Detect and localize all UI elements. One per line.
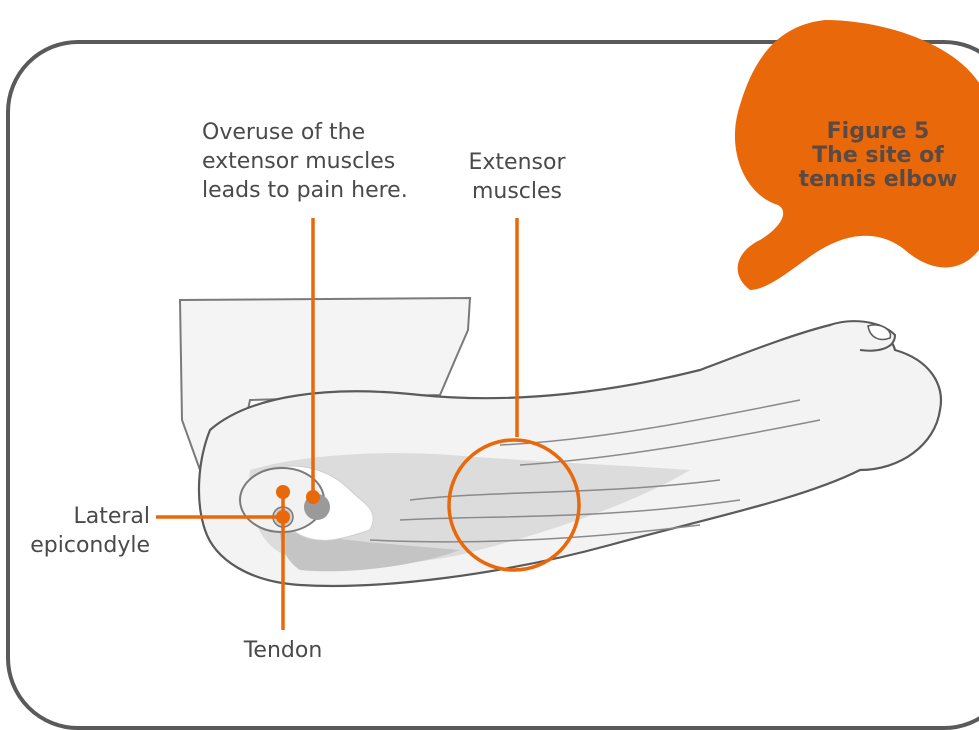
figure-badge: Figure 5 The site of tennis elbow [790, 120, 966, 192]
overuse-label-line1: Overuse of the [202, 118, 408, 147]
overuse-label-line3: leads to pain here. [202, 176, 408, 205]
extensor-muscles-label: Extensor muscles [458, 148, 576, 206]
arm-illustration [0, 0, 979, 698]
lateral-label-line2: epicondyle [26, 531, 150, 560]
extensor-label-line1: Extensor [458, 148, 576, 177]
tendon-leader-dot [276, 485, 290, 499]
lateral-epicondyle-label: Lateral epicondyle [26, 502, 150, 560]
extensor-label-line2: muscles [458, 177, 576, 206]
figure-canvas: Figure 5 The site of tennis elbow Overus… [0, 0, 979, 698]
overuse-leader-dot [306, 490, 320, 504]
overuse-label-line2: extensor muscles [202, 147, 408, 176]
tendon-label: Tendon [228, 636, 338, 665]
figure-number: Figure 5 [790, 120, 966, 144]
figure-title-line2: tennis elbow [790, 168, 966, 192]
figure-title-line1: The site of [790, 144, 966, 168]
overuse-label: Overuse of the extensor muscles leads to… [202, 118, 408, 205]
lateral-label-line1: Lateral [26, 502, 150, 531]
lateral-leader-dot [276, 510, 290, 524]
